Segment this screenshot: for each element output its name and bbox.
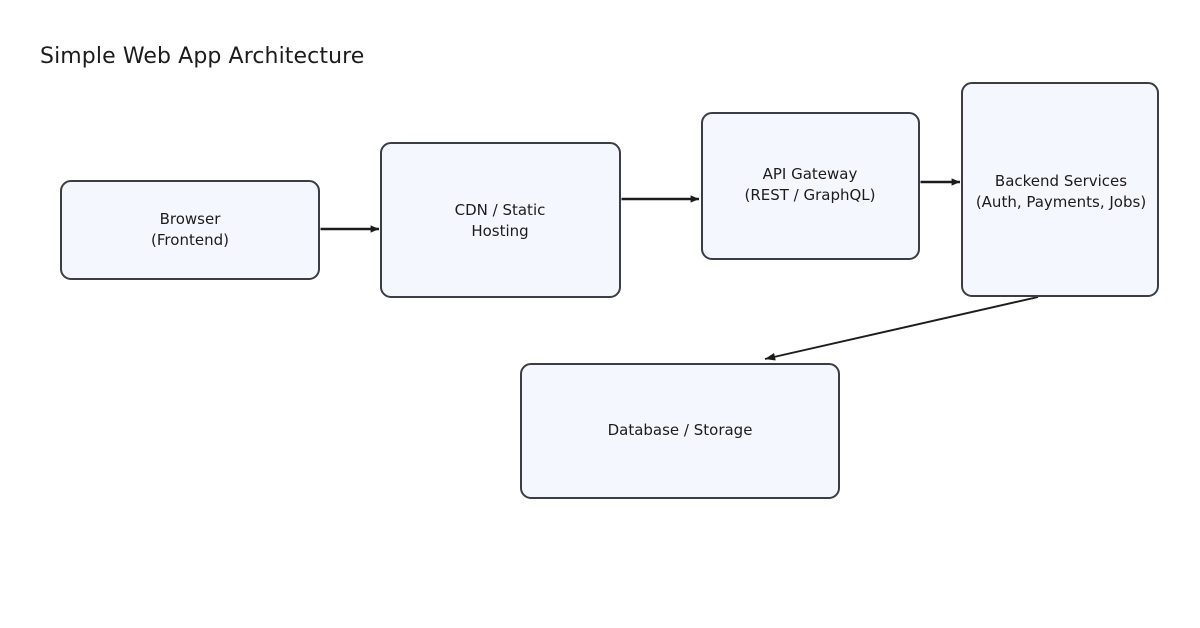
- node-backend-services[interactable]: [961, 82, 1159, 297]
- page-title: Simple Web App Architecture: [40, 44, 365, 69]
- node-browser[interactable]: [60, 180, 320, 280]
- node-database-storage[interactable]: [520, 363, 840, 499]
- node-api-gateway[interactable]: [701, 112, 920, 260]
- edge-backend-to-database: [764, 296, 1039, 361]
- node-cdn-static-hosting[interactable]: [380, 142, 621, 298]
